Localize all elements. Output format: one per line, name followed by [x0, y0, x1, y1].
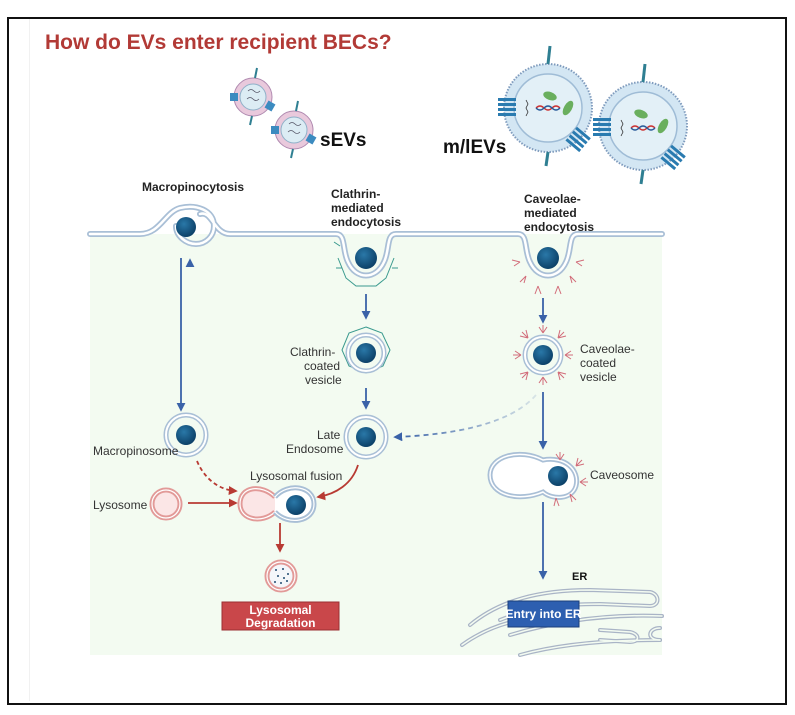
caveolae-label-2: mediated	[524, 206, 577, 220]
sev-icon	[230, 67, 317, 159]
clathrin-coat-pit	[333, 241, 398, 287]
late-endosome-label-1: Late	[317, 428, 341, 442]
macropinocytosis-label: Macropinocytosis	[142, 180, 244, 194]
lysosome	[149, 487, 183, 521]
frame-guide-line	[29, 19, 30, 701]
degradation-lysosome	[264, 559, 298, 593]
caveolae-coated-vesicle	[513, 325, 573, 385]
caveolae-label-3: endocytosis	[524, 220, 594, 234]
er-entry-box: Entry into ER	[505, 600, 582, 628]
lysosomal-fusion-label: Lysosomal fusion	[250, 469, 342, 483]
mlevs-label: m/lEVs	[443, 137, 506, 158]
er-label: ER	[572, 571, 587, 583]
degradation-box: Lysosomal Degradation	[221, 601, 340, 631]
caveosome	[487, 451, 588, 507]
arrow-endosome-to-fusion	[316, 464, 359, 501]
er-entry-label: Entry into ER	[505, 607, 581, 621]
late-endosome	[343, 414, 389, 460]
degradation-label-2: Degradation	[245, 616, 315, 630]
clathrin-label-1: Clathrin-	[331, 187, 380, 201]
lysosome-label: Lysosome	[93, 498, 148, 512]
caveolae-label-1: Caveolae-	[524, 192, 581, 206]
late-endosome-label-2: Endosome	[286, 442, 344, 456]
figure-title: How do EVs enter recipient BECs?	[45, 31, 392, 54]
clathrin-label-2: mediated	[331, 201, 384, 215]
lysosomal-fusion	[237, 485, 317, 523]
caveolae-vesicle-label-2: coated	[580, 356, 616, 370]
ev-clathrin-pit	[355, 247, 377, 269]
ev-macropinocytosis	[176, 217, 196, 237]
clathrin-label-3: endocytosis	[331, 215, 401, 229]
ev-caveolae-pit	[537, 247, 559, 269]
sevs-label: sEVs	[320, 130, 366, 151]
caveosome-label: Caveosome	[590, 468, 654, 482]
clathrin-vesicle-label-3: vesicle	[305, 373, 342, 387]
clathrin-vesicle-label-1: Clathrin-	[290, 345, 335, 359]
macropinosome-label: Macropinosome	[93, 444, 179, 458]
caveolin-pit	[511, 259, 585, 295]
plasma-membrane	[87, 203, 665, 279]
caveolae-vesicle-label-3: vesicle	[580, 370, 617, 384]
caveolae-vesicle-label-1: Caveolae-	[580, 342, 635, 356]
mlev-icon	[498, 45, 688, 185]
macropinosome	[163, 412, 209, 458]
degradation-label-1: Lysosomal	[249, 603, 311, 617]
clathrin-vesicle-label-2: coated	[304, 359, 340, 373]
clathrin-coated-vesicle	[341, 326, 391, 374]
